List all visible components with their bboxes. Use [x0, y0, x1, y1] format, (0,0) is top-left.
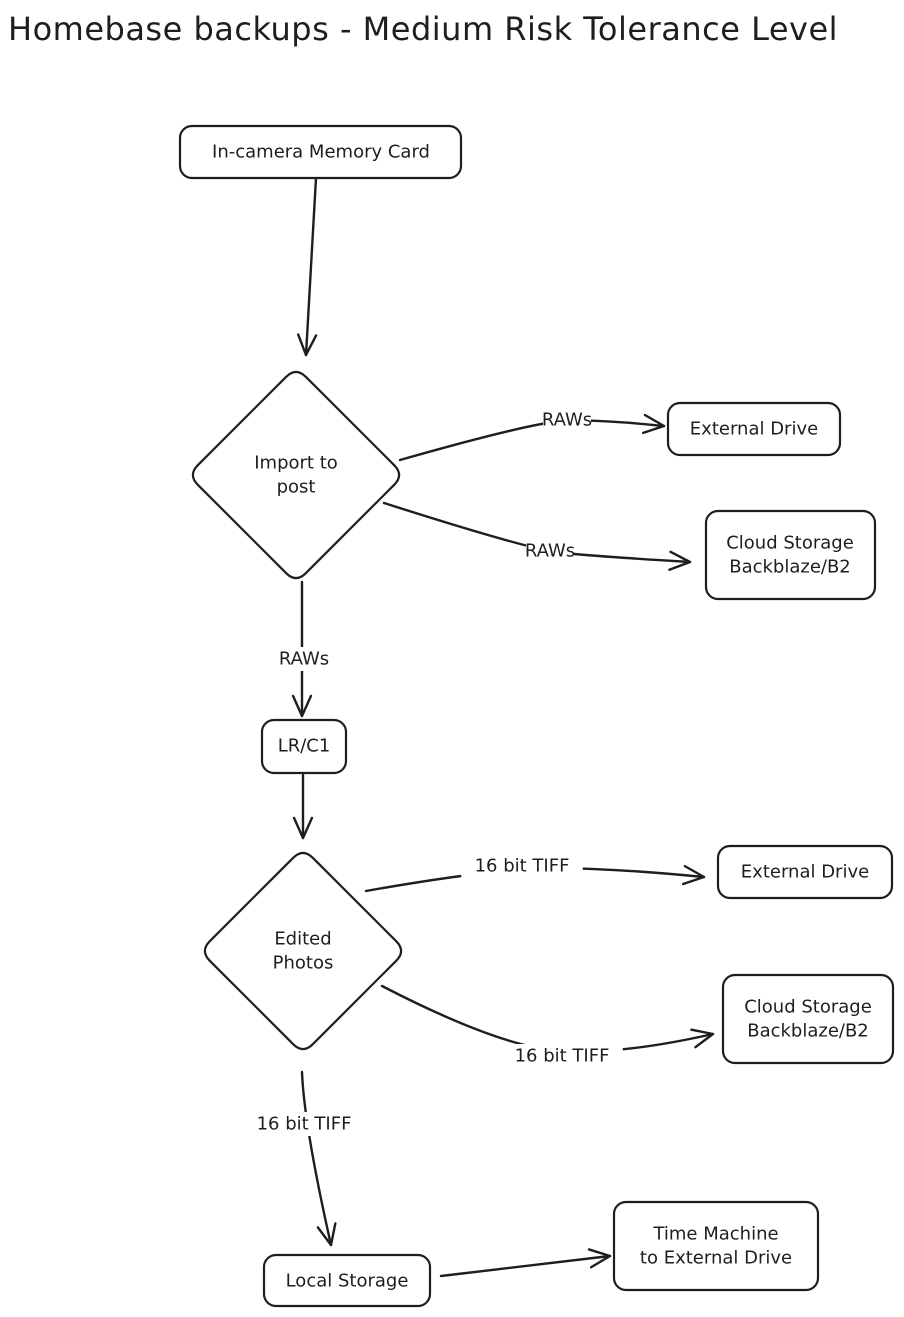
node-label: Local Storage	[286, 1271, 409, 1292]
edge-label: 16 bit TIFF	[501, 1044, 623, 1068]
arrow-head-icon	[291, 694, 313, 718]
arrow-head-icon	[587, 1248, 612, 1269]
edge-label-text: RAWs	[525, 541, 575, 562]
node-external-drive-1: External Drive	[666, 401, 842, 457]
node-label: External Drive	[741, 862, 869, 883]
arrow-head-icon	[292, 816, 314, 840]
node-label: Edited	[274, 929, 331, 950]
node-label: Backblaze/B2	[747, 1021, 869, 1042]
node-box	[178, 124, 463, 180]
node-label: post	[277, 477, 316, 498]
edge-label-background	[280, 647, 328, 671]
edge-edited-photos-to-local-storage	[300, 1070, 337, 1247]
node-box	[262, 1253, 432, 1308]
edges-layer	[291, 176, 715, 1278]
node-box	[612, 1200, 820, 1292]
edge-lr-c1-to-edited-photos	[292, 773, 314, 840]
edge-line	[300, 1070, 333, 1247]
node-box	[666, 401, 842, 457]
edge-label-text: 16 bit TIFF	[475, 856, 570, 877]
edge-label: RAWs	[542, 408, 592, 432]
edge-label-background	[243, 1112, 365, 1136]
node-box	[721, 973, 895, 1065]
edge-label-background	[501, 1044, 623, 1068]
node-label: Time Machine	[652, 1224, 778, 1245]
arrow-head-icon	[316, 1222, 337, 1247]
node-time-machine: Time Machine to External Drive	[612, 1200, 820, 1292]
edge-label-text: 16 bit TIFF	[515, 1046, 610, 1067]
node-box	[260, 718, 348, 775]
arrow-head-icon	[690, 1028, 715, 1049]
edge-label-text: 16 bit TIFF	[257, 1114, 352, 1135]
edge-label: 16 bit TIFF	[461, 854, 583, 878]
arrow-head-icon	[296, 333, 318, 357]
edge-label-background	[543, 408, 591, 432]
edge-label-background	[526, 539, 574, 563]
node-label: Cloud Storage	[744, 997, 872, 1018]
node-local-storage: Local Storage	[262, 1253, 432, 1308]
arrow-head-icon	[641, 413, 666, 435]
node-import-to-post: Import to post	[191, 370, 401, 580]
edge-line	[304, 176, 318, 357]
edge-import-to-post-to-external-drive-1	[398, 413, 666, 462]
node-label: Photos	[273, 953, 334, 974]
node-box	[704, 509, 877, 601]
node-label: Cloud Storage	[726, 533, 854, 554]
node-label: to External Drive	[640, 1248, 792, 1269]
node-diamond	[203, 851, 403, 1051]
arrow-head-icon	[681, 864, 706, 886]
node-label: External Drive	[690, 419, 818, 440]
node-label: Backblaze/B2	[729, 557, 851, 578]
edge-label-text: RAWs	[279, 649, 329, 670]
arrow-head-icon	[668, 550, 692, 571]
node-memory-card: In-camera Memory Card	[178, 124, 463, 180]
node-external-drive-2: External Drive	[716, 844, 894, 900]
edge-edited-photos-to-cloud-storage-2	[380, 984, 715, 1053]
node-label: LR/C1	[278, 736, 331, 757]
edge-label: 16 bit TIFF	[243, 1112, 365, 1136]
edge-label: RAWs	[525, 539, 575, 563]
edge-line	[439, 1254, 612, 1278]
edge-label-text: RAWs	[542, 410, 592, 431]
node-box	[716, 844, 894, 900]
node-label: In-camera Memory Card	[212, 142, 430, 163]
edge-line	[398, 419, 666, 462]
node-diamond	[191, 370, 401, 580]
edge-label: RAWs	[279, 647, 329, 671]
node-lr-c1: LR/C1	[260, 718, 348, 775]
edge-line	[380, 984, 715, 1053]
edge-memory-card-to-import-to-post	[296, 176, 318, 357]
edge-local-storage-to-time-machine	[439, 1248, 612, 1278]
diagram-title: Homebase backups - Medium Risk Tolerance…	[8, 10, 839, 48]
node-label: Import to	[254, 453, 338, 474]
edge-label-background	[461, 854, 583, 878]
